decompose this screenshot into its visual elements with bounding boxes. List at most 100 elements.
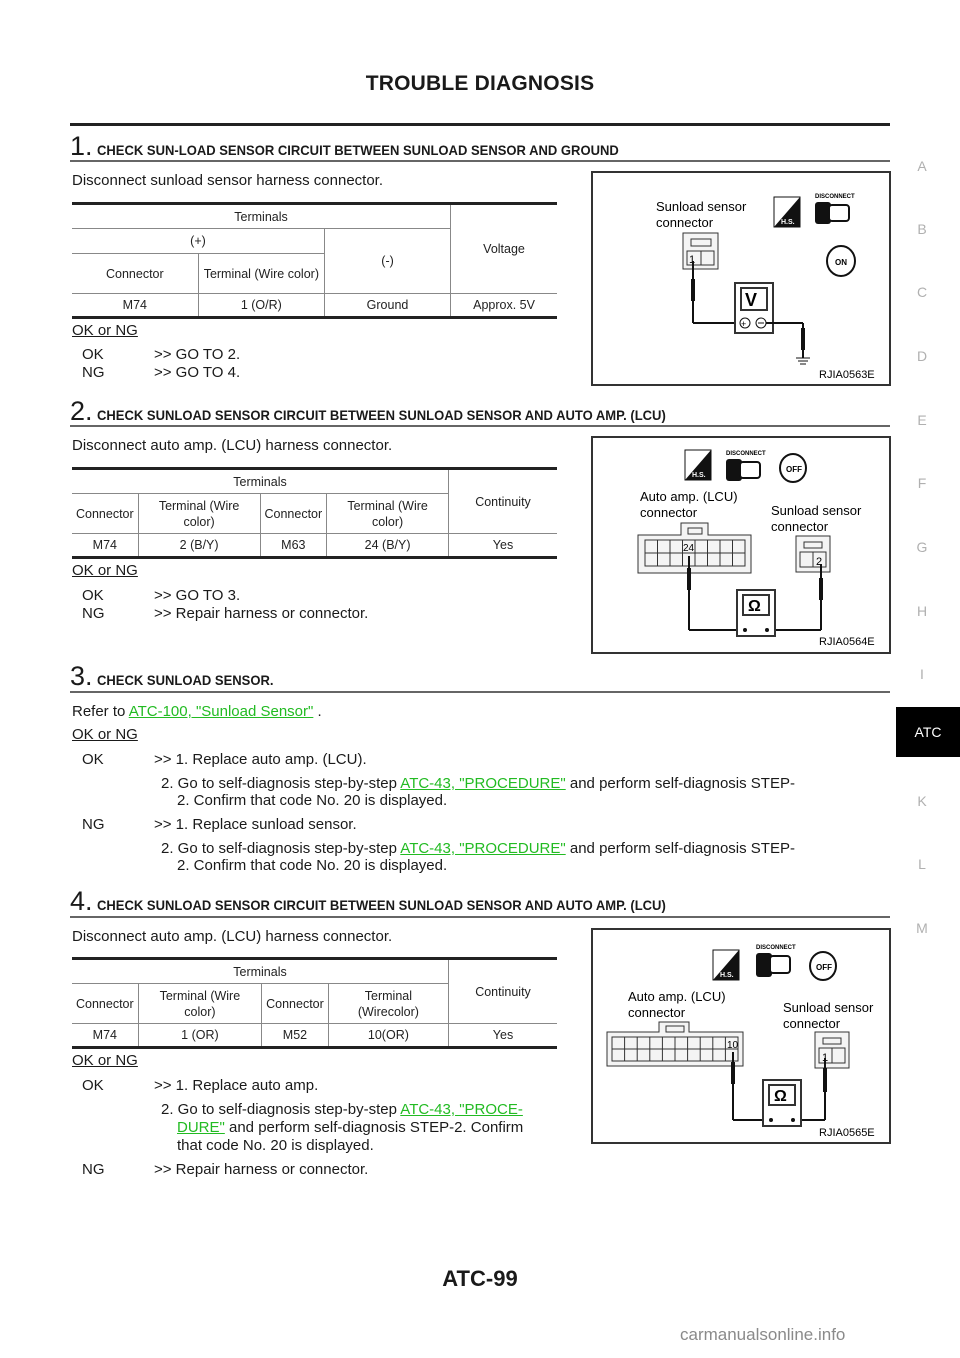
terminal-header: Terminal (Wire color) xyxy=(326,493,449,534)
svg-text:OFF: OFF xyxy=(816,963,832,972)
ohmmeter-diagram: H.S. DISCONNECT OFF Auto amp. (LCU) conn… xyxy=(637,449,875,648)
step4-ng-row: NG>> Repair harness or connector. xyxy=(82,1161,369,1178)
cell: M74 xyxy=(72,1023,139,1048)
svg-text:H.S.: H.S. xyxy=(720,972,734,979)
connector-header: Connector xyxy=(261,983,329,1024)
svg-text:connector: connector xyxy=(640,505,698,520)
svg-text:connector: connector xyxy=(771,519,829,534)
step4-ok-line1: OK>> 1. Replace auto amp. xyxy=(82,1077,319,1094)
svg-text:+: + xyxy=(741,319,746,329)
svg-text:OFF: OFF xyxy=(786,465,802,474)
terminals-header: Terminals xyxy=(72,203,451,229)
svg-text:24: 24 xyxy=(683,543,695,554)
connector-header: Connector xyxy=(259,493,327,534)
side-tab-atc-active[interactable]: ATC xyxy=(896,707,960,757)
step2-title: CHECK SUNLOAD SENSOR CIRCUIT BETWEEN SUN… xyxy=(96,407,666,423)
link-atc-43-procedure[interactable]: ATC-43, "PROCEDURE" xyxy=(400,775,566,792)
step4-ok-line2b: DURE" and perform self-diagnosis STEP-2.… xyxy=(177,1119,524,1136)
step2-rule xyxy=(70,425,890,427)
side-tab-a[interactable]: A xyxy=(917,158,927,174)
step3-ng-line3: 2. Confirm that code No. 20 is displayed… xyxy=(177,857,448,874)
side-tab-b[interactable]: B xyxy=(917,221,927,237)
side-tab-g[interactable]: G xyxy=(916,539,928,555)
svg-text:Sunload sensor: Sunload sensor xyxy=(656,199,747,214)
step1-ok-or-ng: OK or NG xyxy=(72,322,138,339)
svg-text:Sunload sensor: Sunload sensor xyxy=(783,1000,874,1015)
step4-heading: 4.CHECK SUNLOAD SENSOR CIRCUIT BETWEEN S… xyxy=(70,886,708,917)
step3-ok-line3: 2. Confirm that code No. 20 is displayed… xyxy=(177,792,448,809)
side-tab-m[interactable]: M xyxy=(916,920,928,936)
side-tab-k[interactable]: K xyxy=(917,793,927,809)
link-atc-100-sunload-sensor[interactable]: ATC-100, "Sunload Sensor" xyxy=(128,703,314,720)
cell-terminal: 1 (O/R) xyxy=(197,293,325,318)
cell-minus: Ground xyxy=(323,293,451,318)
side-tab-f[interactable]: F xyxy=(917,475,927,491)
link-atc-43-procedure[interactable]: ATC-43, "PROCEDURE" xyxy=(400,840,566,857)
step3-number: 3. xyxy=(70,661,93,691)
step3-ng-line2: 2. Go to self-diagnosis step-by-step ATC… xyxy=(161,840,795,857)
voltmeter-diagram: Sunload sensor connector 1 V + H.S. DISC… xyxy=(656,194,875,381)
continuity-header: Continuity xyxy=(448,958,557,1024)
step2-instruction: Disconnect auto amp. (LCU) harness conne… xyxy=(72,437,393,454)
side-tab-i[interactable]: I xyxy=(920,666,924,682)
side-tab-h[interactable]: H xyxy=(916,603,928,619)
cell: M63 xyxy=(259,533,327,558)
side-tab-e[interactable]: E xyxy=(917,412,927,428)
minus-header: (-) xyxy=(323,228,451,294)
link-atc-43-procedure[interactable]: ATC-43, "PROCE- xyxy=(400,1101,523,1118)
terminals-header: Terminals xyxy=(72,958,449,984)
connector-header: Connector xyxy=(72,253,199,294)
step3-ng-line1: NG>> 1. Replace sunload sensor. xyxy=(82,816,357,833)
cell: 10(OR) xyxy=(327,1023,449,1048)
svg-text:Auto amp. (LCU): Auto amp. (LCU) xyxy=(640,489,738,504)
link-atc-43-procedure-cont[interactable]: DURE" xyxy=(177,1119,225,1136)
step3-rule xyxy=(70,691,890,693)
cell: M52 xyxy=(261,1023,329,1048)
step4-number: 4. xyxy=(70,886,93,916)
watermark: carmanualsonline.info xyxy=(680,1325,846,1344)
cell: 1 (OR) xyxy=(137,1023,262,1048)
step3-title: CHECK SUNLOAD SENSOR. xyxy=(96,672,274,688)
continuity-header: Continuity xyxy=(448,468,557,534)
svg-text:2: 2 xyxy=(816,556,822,568)
step3-refer: Refer to ATC-100, "Sunload Sensor" . xyxy=(72,703,322,720)
svg-text:connector: connector xyxy=(628,1005,686,1020)
step1-instruction: Disconnect sunload sensor harness connec… xyxy=(72,172,384,189)
step1-bottom-rule xyxy=(70,160,890,162)
step1-ng-row: NG>> GO TO 4. xyxy=(82,364,241,381)
page-title: TROUBLE DIAGNOSIS xyxy=(365,72,595,95)
terminal-header: Terminal (Wire color) xyxy=(137,493,260,534)
svg-text:DISCONNECT: DISCONNECT xyxy=(815,194,855,200)
svg-text:V: V xyxy=(745,290,757,310)
svg-text:RJIA0565E: RJIA0565E xyxy=(819,1127,875,1139)
step3-ok-line2: 2. Go to self-diagnosis step-by-step ATC… xyxy=(161,775,795,792)
step1-ok-row: OK>> GO TO 2. xyxy=(82,346,241,363)
terminals-header: Terminals xyxy=(72,468,449,494)
step3-ok-or-ng: OK or NG xyxy=(72,726,138,743)
connector-header: Connector xyxy=(72,983,139,1024)
side-tab-l[interactable]: L xyxy=(918,856,926,872)
ohmmeter-diagram: H.S. DISCONNECT OFF Auto amp. (LCU) conn… xyxy=(606,945,875,1139)
cell: M74 xyxy=(72,533,139,558)
svg-text:H.S.: H.S. xyxy=(692,472,706,479)
svg-text:Sunload sensor: Sunload sensor xyxy=(771,503,862,518)
svg-text:Auto amp. (LCU): Auto amp. (LCU) xyxy=(628,989,726,1004)
cell: 24 (B/Y) xyxy=(326,533,449,558)
cell: Yes xyxy=(448,1023,557,1048)
side-tab-c[interactable]: C xyxy=(916,284,928,300)
step4-instruction: Disconnect auto amp. (LCU) harness conne… xyxy=(72,928,393,945)
cell: Yes xyxy=(448,533,557,558)
step1-heading: 1.CHECK SUN-LOAD SENSOR CIRCUIT BETWEEN … xyxy=(70,131,658,162)
step4-table: Terminals Continuity Connector Terminal … xyxy=(72,957,557,1049)
plus-header: (+) xyxy=(72,228,325,254)
step1-number: 1. xyxy=(70,131,93,161)
step2-ok-or-ng: OK or NG xyxy=(72,562,138,579)
terminal-header: Terminal (Wire color) xyxy=(197,253,325,294)
step4-rule xyxy=(70,916,890,918)
side-tab-d[interactable]: D xyxy=(916,348,928,364)
cell: 2 (B/Y) xyxy=(137,533,260,558)
svg-text:RJIA0564E: RJIA0564E xyxy=(819,636,875,648)
step4-ok-line3: that code No. 20 is displayed. xyxy=(177,1137,374,1154)
svg-text:Ω: Ω xyxy=(748,598,761,615)
step2-ng-row: NG>> Repair harness or connector. xyxy=(82,605,369,622)
